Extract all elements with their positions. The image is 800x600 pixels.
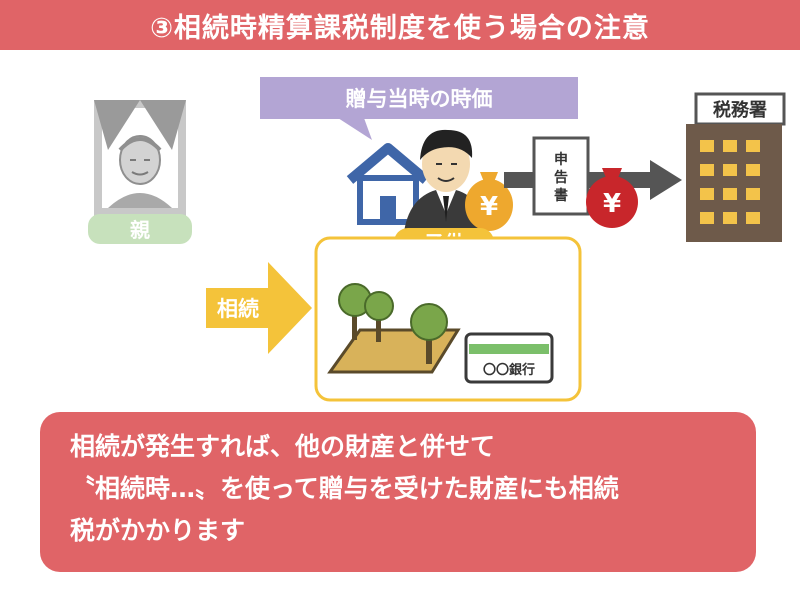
callout-line-3: 税がかかります [70, 516, 246, 545]
title-text: ③相続時精算課税制度を使う場合の注意 [150, 12, 650, 44]
document-char-1: 申 [554, 151, 568, 168]
tax-money-bag-icon [586, 168, 638, 228]
tax-money-bag-yen: ¥ [603, 189, 621, 219]
bankbook-icon [464, 332, 554, 384]
bank-label: 〇〇銀行 [483, 362, 535, 378]
inherit-arrow [206, 262, 312, 354]
document-char-3: 書 [554, 187, 568, 204]
parent-label-box [88, 214, 192, 244]
tax-arrow [504, 160, 682, 200]
parent-label: 親 [130, 218, 150, 242]
speech-label: 贈与当時の時価 [346, 87, 493, 111]
tax-office-building-icon [686, 92, 786, 242]
house-icon [346, 143, 430, 225]
tax-return-document-icon [532, 136, 590, 216]
warning-callout: 相続が発生すれば、他の財産と併せて 〝相続時…〟を使って贈与を受けた財産にも相続… [40, 412, 756, 572]
child-person-icon [404, 129, 488, 232]
money-bag-icon [465, 172, 513, 231]
speech-bubble [260, 77, 578, 140]
tax-office-label: 税務署 [713, 99, 767, 121]
callout-line-2: 〝相続時…〟を使って贈与を受けた財産にも相続 [70, 474, 619, 503]
land-trees-icon [327, 283, 461, 374]
page-title: ③相続時精算課税制度を使う場合の注意 [0, 0, 800, 50]
money-bag-yen: ¥ [480, 192, 498, 222]
document-char-2: 告 [554, 169, 568, 186]
inherit-label: 相続 [217, 297, 259, 321]
parent-portrait-icon [94, 100, 186, 216]
callout-line-1: 相続が発生すれば、他の財産と併せて [70, 432, 496, 461]
